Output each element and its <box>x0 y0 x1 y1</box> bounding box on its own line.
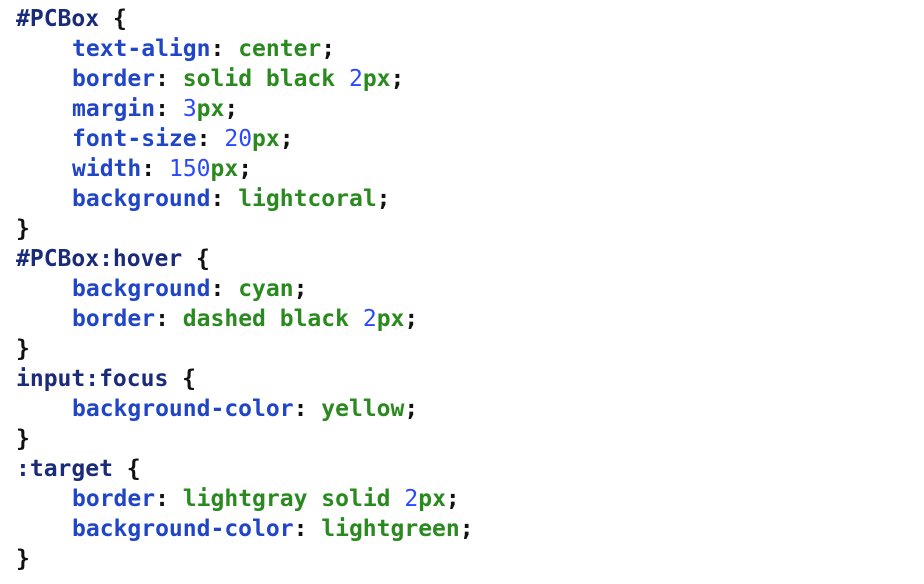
css-value: dashed black <box>168 306 363 332</box>
close-brace-line: } <box>16 334 924 364</box>
semicolon: ; <box>321 36 336 62</box>
css-number: 2 <box>362 306 377 332</box>
css-value <box>169 96 183 122</box>
colon: : <box>141 156 156 182</box>
semicolon: ; <box>376 186 391 212</box>
colon: : <box>155 486 169 512</box>
declaration-line: width: 150px; <box>16 154 924 184</box>
css-unit: px <box>418 486 446 512</box>
declaration-line: font-size: 20px; <box>16 124 924 154</box>
css-property: width <box>72 156 142 182</box>
css-value: cyan <box>224 276 294 302</box>
semicolon: ; <box>238 156 253 182</box>
close-brace: } <box>16 546 30 572</box>
close-brace-line: } <box>16 214 924 244</box>
css-number: 150 <box>168 156 211 182</box>
css-value <box>210 126 224 152</box>
css-unit: px <box>376 306 405 332</box>
colon: : <box>196 126 211 152</box>
declaration-line: background-color: lightgreen; <box>16 514 924 544</box>
rule-selector-line: #PCBox { <box>16 4 924 34</box>
declaration-line: margin: 3px; <box>16 94 924 124</box>
css-unit: px <box>196 96 225 122</box>
semicolon: ; <box>459 516 474 542</box>
css-value: lightcoral <box>224 186 377 212</box>
css-property: text-align <box>72 36 211 62</box>
css-property: margin <box>72 96 156 122</box>
close-brace: } <box>16 216 30 242</box>
colon: : <box>155 96 169 122</box>
colon: : <box>293 396 308 422</box>
declaration-line: text-align: center; <box>16 34 924 64</box>
css-value: center <box>224 36 322 62</box>
rule-selector-line: #PCBox:hover { <box>16 244 924 274</box>
close-brace-line: } <box>16 424 924 454</box>
colon: : <box>155 66 169 92</box>
close-brace: } <box>16 336 30 362</box>
semicolon: ; <box>279 126 294 152</box>
css-number: 3 <box>182 96 197 122</box>
declaration-line: background: cyan; <box>16 274 924 304</box>
colon: : <box>210 276 225 302</box>
semicolon: ; <box>390 66 405 92</box>
declaration-line: border: solid black 2px; <box>16 64 924 94</box>
declaration-line: background: lightcoral; <box>16 184 924 214</box>
semicolon: ; <box>293 276 308 302</box>
css-property: background <box>72 276 211 302</box>
css-property: border <box>72 66 156 92</box>
css-number: 2 <box>404 486 419 512</box>
colon: : <box>210 186 225 212</box>
css-selector: #PCBox:hover <box>16 246 183 272</box>
declaration-line: border: dashed black 2px; <box>16 304 924 334</box>
close-brace-line: } <box>16 544 924 574</box>
open-brace: { <box>168 366 197 392</box>
css-selector: #PCBox <box>16 6 100 32</box>
declaration-line: border: lightgray solid 2px; <box>16 484 924 514</box>
css-unit: px <box>362 66 391 92</box>
close-brace: } <box>16 426 30 452</box>
css-unit: px <box>210 156 239 182</box>
css-property: background-color <box>72 516 294 542</box>
css-property: border <box>72 486 156 512</box>
colon: : <box>210 36 225 62</box>
semicolon: ; <box>224 96 239 122</box>
css-value: yellow <box>307 396 405 422</box>
css-value: lightgreen <box>307 516 460 542</box>
css-selector: input:focus <box>16 366 169 392</box>
open-brace: { <box>112 456 141 482</box>
css-selector: :target <box>16 456 113 482</box>
css-unit: px <box>252 126 280 152</box>
rule-selector-line: :target { <box>16 454 924 484</box>
css-value <box>155 156 169 182</box>
declaration-line: background-color: yellow; <box>16 394 924 424</box>
css-property: background-color <box>72 396 294 422</box>
css-property: border <box>72 306 156 332</box>
css-value: solid black <box>168 66 349 92</box>
css-value: lightgray solid <box>168 486 405 512</box>
css-number: 20 <box>224 126 253 152</box>
open-brace: { <box>182 246 210 272</box>
open-brace: { <box>99 6 127 32</box>
css-property: background <box>72 186 211 212</box>
semicolon: ; <box>404 306 419 332</box>
semicolon: ; <box>404 396 419 422</box>
semicolon: ; <box>445 486 460 512</box>
css-property: font-size <box>72 126 197 152</box>
colon: : <box>155 306 169 332</box>
colon: : <box>293 516 308 542</box>
css-number: 2 <box>348 66 363 92</box>
rule-selector-line: input:focus { <box>16 364 924 394</box>
